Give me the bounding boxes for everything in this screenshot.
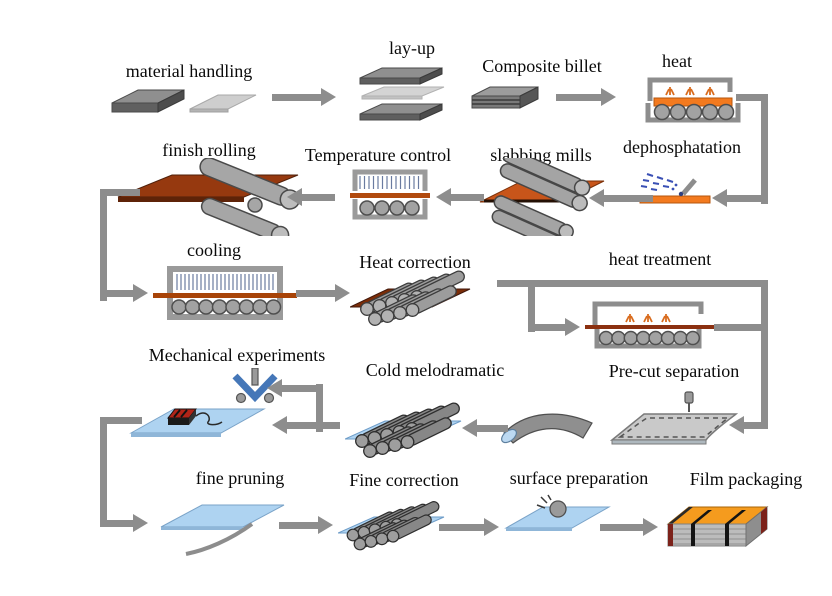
cooling-icon bbox=[153, 266, 297, 320]
step-label-pre-cut-separation: Pre-cut separation bbox=[608, 361, 740, 381]
heat-furnace-icon bbox=[645, 77, 741, 123]
connector-heattreatment-drop bbox=[528, 280, 535, 332]
arrow-sheet-to-coldleveling bbox=[462, 419, 508, 437]
connector-mech-branch bbox=[316, 384, 323, 432]
arrow-heat-to-dephosphatation bbox=[712, 189, 766, 207]
step-label-mechanical-experiments: Mechanical experiments bbox=[148, 345, 326, 365]
heat-correction-icon bbox=[350, 270, 471, 326]
arrow-billet-to-heat bbox=[556, 88, 616, 106]
step-label-cold-melodramatic: Cold melodramatic bbox=[365, 360, 505, 380]
separated-sheet-icon bbox=[501, 413, 593, 444]
step-label-film-packaging: Film packaging bbox=[689, 469, 803, 489]
step-label-material-handling: material handling bbox=[125, 61, 253, 81]
arrow-into-heattreatment bbox=[528, 318, 580, 336]
step-label-fine-pruning: fine pruning bbox=[195, 468, 285, 488]
connector-mech-down bbox=[100, 417, 142, 424]
step-label-cooling: cooling bbox=[187, 240, 241, 260]
lay-up-stack-icon bbox=[359, 67, 445, 121]
arrow-pruning-to-correction bbox=[279, 516, 333, 534]
arrow-correction-to-surface bbox=[439, 518, 499, 536]
arrow-slabbing-to-temperature bbox=[436, 188, 484, 206]
flame-icon bbox=[625, 314, 671, 323]
fine-correction-icon bbox=[338, 501, 445, 551]
spray-icon bbox=[640, 173, 674, 191]
connector-right-down bbox=[761, 280, 768, 428]
step-label-composite-billet: Composite billet bbox=[482, 56, 602, 76]
arrow-to-testplate bbox=[272, 416, 340, 434]
arrow-surface-to-packaging bbox=[600, 518, 658, 536]
connector-heattreatment-exit bbox=[714, 324, 768, 331]
connector-finish-down bbox=[100, 189, 107, 301]
connector-heattreatment-top bbox=[497, 280, 768, 287]
connector-mech-down bbox=[100, 417, 107, 527]
flame-icon bbox=[665, 87, 715, 96]
step-label-heat: heat bbox=[662, 51, 692, 71]
connector-heat-down bbox=[761, 94, 768, 204]
strain-gauge-icon bbox=[166, 408, 223, 426]
composite-billet-icon bbox=[471, 86, 539, 109]
test-plate-icon bbox=[129, 408, 266, 437]
finish-rolling-icon bbox=[117, 158, 301, 236]
fine-pruning-icon bbox=[160, 504, 285, 556]
dephosphatation-icon bbox=[639, 173, 711, 204]
arrow-finish-to-cooling bbox=[100, 284, 148, 302]
step-label-temperature-control: Temperature control bbox=[304, 145, 452, 165]
slabbing-mills-icon bbox=[479, 158, 605, 236]
step-label-heat-correction: Heat correction bbox=[359, 252, 471, 272]
surface-preparation-icon bbox=[504, 494, 611, 531]
arrow-material-to-layup bbox=[272, 88, 336, 106]
arrow-cooling-to-heatcorrection bbox=[296, 284, 350, 302]
step-label-fine-correction: Fine correction bbox=[349, 470, 459, 490]
step-label-surface-preparation: surface preparation bbox=[509, 468, 649, 488]
connector-finish-down bbox=[100, 189, 140, 196]
arrow-to-bendtest bbox=[267, 379, 323, 397]
arrow-to-finepruning bbox=[100, 514, 148, 532]
step-label-lay-up: lay-up bbox=[389, 38, 435, 58]
material-handling-icon bbox=[111, 89, 257, 113]
step-label-finish-rolling: finish rolling bbox=[162, 140, 256, 160]
cold-leveling-icon bbox=[345, 402, 462, 458]
pre-cut-separation-icon bbox=[609, 391, 739, 445]
arrow-temperature-to-finish bbox=[287, 188, 335, 206]
connector-heat-down bbox=[736, 94, 768, 101]
step-label-dephosphatation: dephosphatation bbox=[623, 137, 741, 157]
heat-treatment-furnace-icon bbox=[585, 301, 719, 349]
arrow-to-precut bbox=[729, 416, 768, 434]
film-packaging-icon bbox=[666, 505, 769, 548]
step-label-heat-treatment: heat treatment bbox=[608, 249, 712, 269]
arrow-dephosphatation-to-slabbing bbox=[589, 189, 653, 207]
temperature-control-icon bbox=[350, 169, 430, 220]
